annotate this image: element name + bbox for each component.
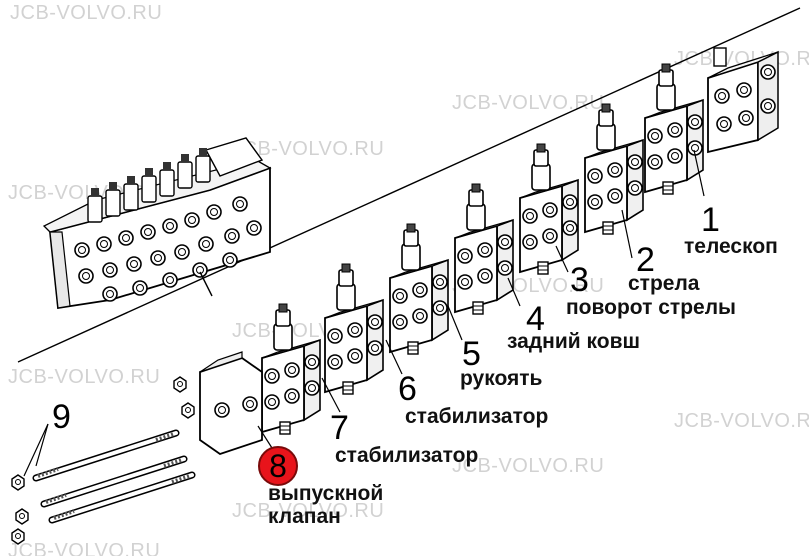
part-number-1: 1 — [701, 201, 720, 239]
part-number-2: 2 — [636, 241, 655, 279]
part-label-2: стрела — [628, 272, 700, 295]
valve-section-7b — [262, 304, 320, 434]
watermark: JCB-VOLVO.RU — [8, 540, 161, 556]
watermark: JCB-VOLVO.RU — [674, 410, 809, 432]
watermark: JCB-VOLVO.RU — [10, 2, 163, 24]
leader-lines — [23, 149, 705, 477]
watermark: JCB-VOLVO.RU — [232, 500, 385, 522]
part-number-7: 7 — [330, 409, 349, 447]
valve-section-5 — [455, 184, 513, 314]
watermark: JCB-VOLVO.RU — [452, 455, 605, 477]
part-number-3: 3 — [570, 261, 589, 299]
valve-section-1 — [707, 47, 779, 154]
part-label-5: рукоять — [460, 367, 543, 390]
valve-section-6 — [390, 224, 448, 354]
watermark: JCB-VOLVO.RU — [8, 366, 161, 388]
part-label-4: задний ковш — [507, 330, 640, 353]
part-number-8-badge: 8 — [258, 446, 298, 486]
watermark: JCB-VOLVO.RU — [452, 92, 605, 114]
watermark: JCB-VOLVO.RU — [232, 138, 385, 160]
tie-rods — [11, 376, 194, 545]
part-number-4: 4 — [526, 300, 545, 338]
part-label-8: выпускной клапан — [268, 482, 384, 528]
part-label-3: поворот стрелы — [566, 296, 736, 319]
part-number-6: 6 — [398, 370, 417, 408]
part-label-7: стабилизатор — [335, 444, 479, 467]
part-label-6: стабилизатор — [405, 405, 549, 428]
valve-section-2 — [645, 64, 703, 194]
part-label-1: телескоп — [684, 235, 778, 258]
valve-section-8 — [199, 351, 263, 455]
assembled-valve-block — [42, 137, 272, 310]
valve-section-7 — [325, 264, 383, 394]
valve-section-4 — [520, 144, 578, 274]
valve-section-3 — [585, 104, 643, 234]
part-number-5: 5 — [462, 335, 481, 373]
part-number-8: 8 — [269, 448, 287, 484]
part-number-9: 9 — [52, 398, 71, 436]
